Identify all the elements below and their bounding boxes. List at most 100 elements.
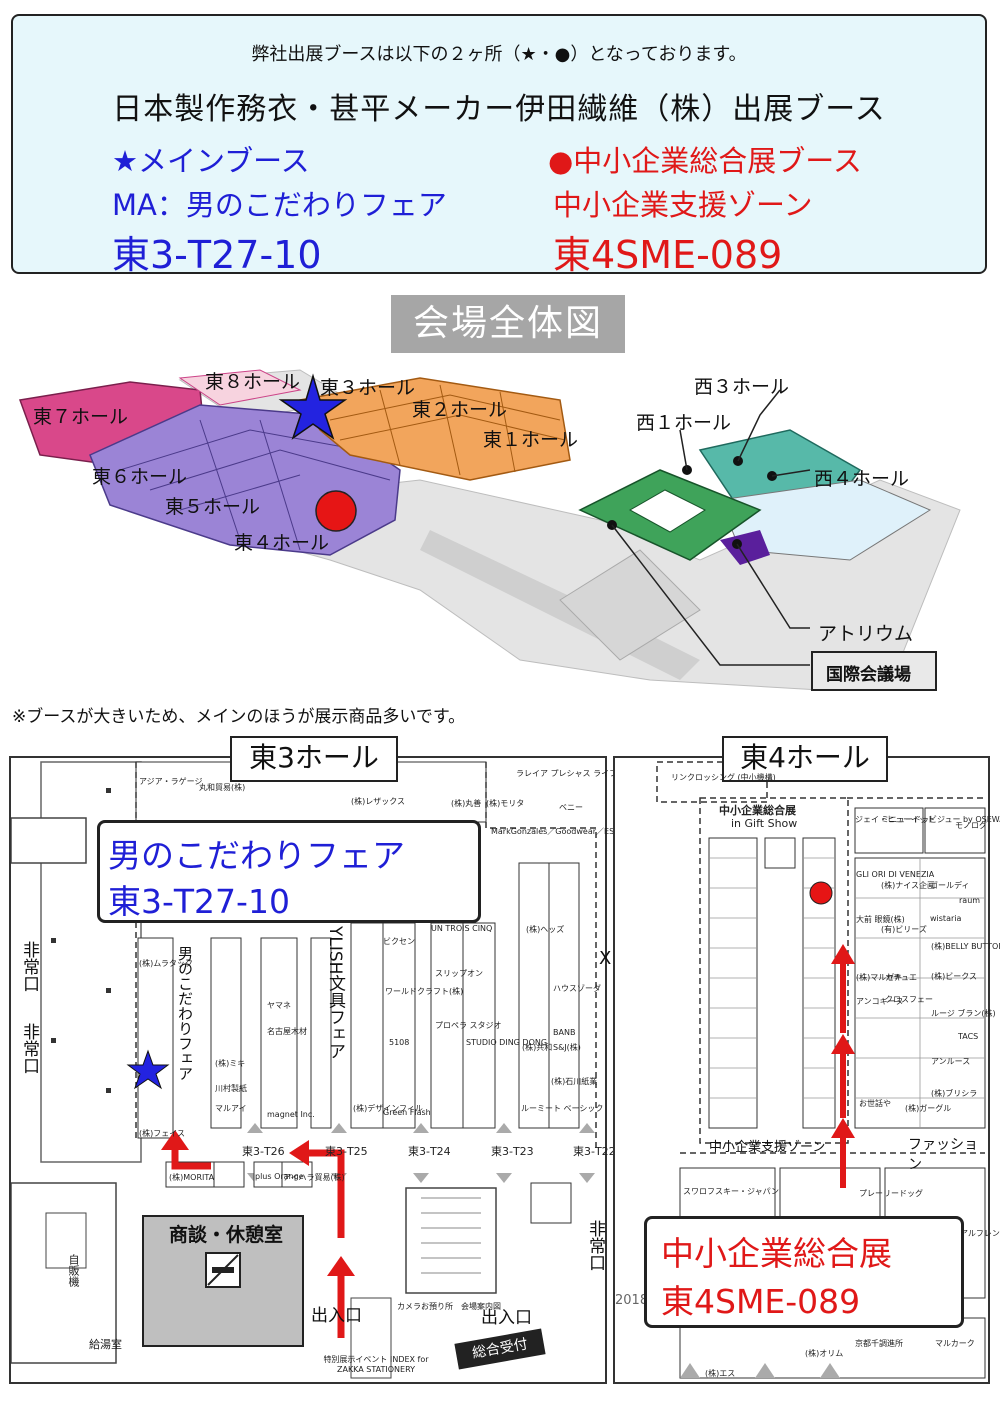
east3-callout-code: 東3-T27-10 [108, 882, 290, 921]
east3-booth-callout: 男のこだわりフェア 東3-T27-10 [97, 820, 481, 923]
aisle-t24: 東3-T24 [408, 1145, 451, 1158]
booth-label: MarkGonzales／Goodwear／ESPACE VERT [491, 827, 658, 836]
east4-hall-title: 東4ホール [722, 736, 888, 782]
east3-emergency-exit-1: 非常口 [19, 941, 39, 992]
lounge-label: 商談・休憩室 [169, 1224, 284, 1246]
booth-label: GLI ORI DI VENEZIA [856, 870, 935, 879]
booth-label: アジア・ラゲージ [139, 777, 203, 786]
booth-label: (株)石川紙業 [551, 1077, 598, 1086]
east3-stylish-vertical: YLISH文具フェア [325, 926, 345, 1060]
atrium-label: アトリウム [818, 623, 914, 645]
aisle-t26: 東3-T26 [242, 1145, 285, 1158]
booth-label: (株)BELLY BUTTON [931, 942, 1000, 951]
west1-hall-center [628, 489, 707, 533]
booth-label: (株)オリム [805, 1349, 844, 1358]
booth-label: (株)丸善 [451, 799, 482, 808]
fashion-label: ファッション [908, 1137, 978, 1173]
booth-label: (株)ミキ [215, 1059, 246, 1068]
booth-label: クロスフェー [885, 995, 933, 1004]
aisle-t22: 東3-T22 [573, 1145, 616, 1158]
index-label: 特別展示イベント INDEX for ZAKKA STATIONERY [323, 1355, 429, 1374]
east4-callout-title: 中小企業総合展 [661, 1234, 892, 1273]
main-booth-star-icon [278, 373, 348, 440]
booth-label: (株)デザインフィル [353, 1104, 423, 1113]
booth-label: アンコキーヌ [856, 997, 904, 1006]
booth-label: アルフレンズ [960, 1229, 1000, 1238]
sme-booth-dot-icon [315, 490, 357, 532]
conference-box [811, 651, 937, 691]
booth-label: ラレイア プレシャス ライフ [516, 769, 618, 778]
atrium-shape [720, 530, 770, 565]
hall-label-east1: 東１ホール [483, 429, 579, 451]
booth-label: 5108 [389, 1038, 410, 1047]
support-zone-label: 中小企業支援ゾーン [709, 1140, 826, 1155]
east3-callout-fair: 男のこだわりフェア [108, 836, 405, 875]
hall-label-east2: 東２ホール [412, 399, 508, 421]
hot-water-label: 給湯室 [89, 1338, 122, 1351]
booth-label: (株)ビークス [931, 972, 978, 981]
booth-label: ベニー [559, 803, 583, 812]
booth-label: TACS [958, 1032, 979, 1041]
hall-label-west4: 西４ホール [814, 468, 910, 490]
sme-block-title: 中小企業総合展 [719, 804, 796, 817]
hall-label-east4: 東４ホール [234, 532, 330, 554]
vending-label: 自販機 [67, 1254, 80, 1287]
booth-label: (株)エス [705, 1369, 736, 1378]
booth-label: ミニュードゥビジュー by OSEWAYA [881, 815, 1000, 824]
hall-label-east7: 東７ホール [33, 406, 129, 428]
hall-label-west3: 西３ホール [694, 376, 790, 398]
booth-label: (株)フェイス [139, 1129, 186, 1138]
main-booth-code: 東3-T27-10 [112, 233, 322, 277]
booth-label: プレーリードッグ [859, 1189, 923, 1198]
booth-label: カチュエ [885, 973, 917, 982]
booth-label: ワールドクラフト(株) [385, 987, 464, 996]
booth-label: マルアイ [215, 1104, 247, 1113]
east3-emergency-exit-2: 非常口 [19, 1023, 39, 1074]
booth-label: (株)ガーグル [905, 1104, 952, 1113]
east4-hall-map: 東4ホール リンクロッシング (中小機構) 中小企業総合展 in Gift Sh… [613, 736, 1000, 1384]
booth-label: 名古屋木材 [267, 1027, 307, 1036]
booth-note: ※ブースが大きいため、メインのほうが展示商品多いです。 [12, 707, 466, 727]
east8-hall-shape [178, 369, 302, 406]
booth-label: アンルース [931, 1057, 971, 1066]
booth-label: S&J(株) [553, 1043, 581, 1052]
conference-label: 国際会議場 [826, 665, 911, 685]
booth-label: wistaria [930, 914, 962, 923]
sme-block-sub: in Gift Show [731, 817, 798, 830]
booth-label: STUDIO DING DONG [466, 1038, 548, 1047]
hall-label-east5: 東５ホール [165, 496, 261, 518]
aisle-t25: 東3-T25 [325, 1145, 368, 1158]
east3-emergency-exit-3: 非常口 [585, 1220, 605, 1271]
booth-info-panel: 弊社出展ブースは以下の２ヶ所（★・●）となっております。 日本製作務衣・甚平メー… [11, 14, 987, 277]
main-booth-label: ★メインブース [112, 144, 310, 178]
booth-label: plus Orange [255, 1172, 304, 1181]
booth-label: 京都千調進所 [855, 1339, 903, 1348]
booth-label: UN TROIS CINQ [431, 924, 493, 933]
no-smoking-icon [205, 1252, 241, 1288]
sme-booth-code: 東4SME-089 [553, 233, 783, 277]
plaza [559, 549, 701, 661]
east3-hall-title: 東3ホール [230, 736, 398, 782]
booth-label: 丸和貿易(株) [199, 783, 246, 792]
intro-text: 弊社出展ブースは以下の２ヶ所（★・●）となっております。 [251, 44, 747, 65]
sme-booth-label: ●中小企業総合展ブース [548, 144, 862, 178]
east3-entrance-1: 出入口 [311, 1306, 362, 1326]
venue-overview-map [18, 369, 961, 691]
booth-label: magnet Inc. [267, 1110, 315, 1119]
venue-map-title: 会場全体図 [391, 295, 625, 353]
booth-label: (株)レザックス [351, 797, 406, 806]
booth-label: プロペラ スタジオ [435, 1021, 502, 1030]
booth-label: ヤマネ [267, 1001, 291, 1010]
company-title: 日本製作務衣・甚平メーカー伊田繊維（株）出展ブース [112, 92, 886, 127]
booth-label: アイハラ貿易(株) [283, 1173, 345, 1182]
booth-label: (株)共和 [522, 1043, 553, 1052]
east4-booth-callout: 中小企業総合展 東4SME-089 [644, 1216, 964, 1328]
booth-label: ルーミート ベーシック [521, 1104, 604, 1113]
booth-label: (株)マルゼキ [856, 973, 903, 982]
booth-label: ルージ ブラン(株) [931, 1009, 996, 1018]
booth-label: (株)ヘッズ [526, 925, 565, 934]
booth-label: ビクセン [383, 937, 415, 946]
hall-label-east6: 東６ホール [92, 466, 188, 488]
booth-label: (株)ナイス企画 [881, 881, 936, 890]
booth-label: ゴールディ [930, 881, 970, 890]
